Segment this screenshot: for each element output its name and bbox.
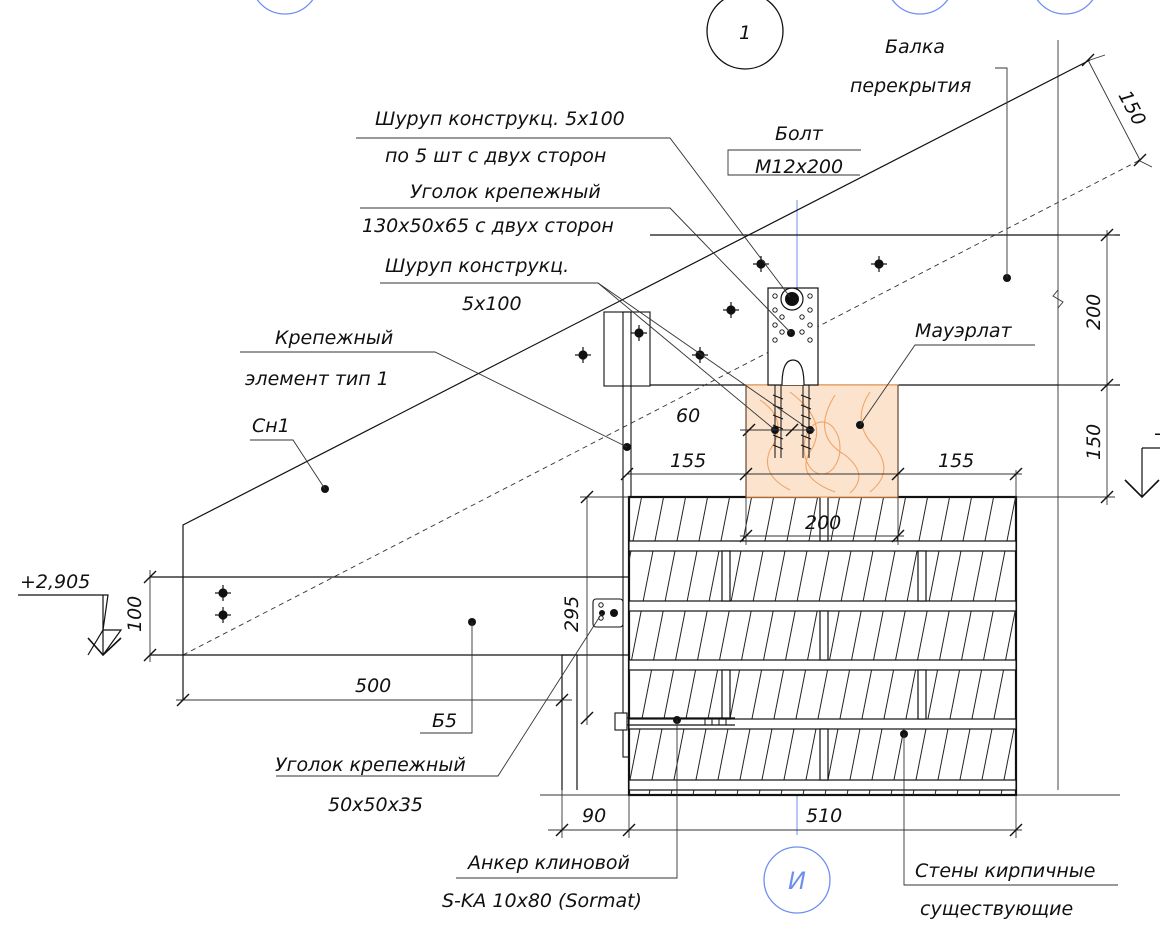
dim-text-offset-right: 155 [938, 450, 974, 472]
bracket-holes [772, 293, 813, 343]
screw-symbol [631, 325, 647, 341]
label-fastener-line2: элемент тип 1 [245, 368, 389, 390]
break-mark-beam [1052, 289, 1064, 309]
label-walls-line2: существующие [920, 898, 1073, 920]
label-level-mark: +2,905 [20, 571, 90, 593]
screw-symbol [753, 256, 769, 272]
label-screw-both-line1: Шуруп конструкц. 5х100 [375, 108, 625, 130]
label-rafter: Сн1 [252, 415, 290, 437]
bracket-notch [781, 359, 805, 386]
dim-text-mauerlat-height: 150 [1083, 424, 1105, 460]
label-bolt-line2: М12х200 [755, 156, 843, 178]
leader-lines [240, 67, 1118, 886]
mortar-joints [629, 497, 1016, 791]
bolt-washer [780, 287, 804, 311]
axis-circle-i [763, 846, 831, 914]
label-beam-line2: перекрытия [850, 75, 971, 97]
small-bracket-screw [610, 609, 618, 617]
axis-circles-top [256, 0, 1094, 15]
dim-text-mauerlat-width: 200 [805, 512, 841, 534]
label-screw-line1: Шуруп конструкц. [385, 255, 569, 277]
screw-symbols [215, 256, 887, 623]
screws-into-mauerlat [772, 385, 812, 458]
dim-text-wall-offset: 90 [582, 805, 606, 827]
beam-b5 [150, 576, 630, 656]
screw-symbol [575, 347, 591, 363]
screw-symbol [723, 302, 739, 318]
axis-bubble-bottom: И [763, 846, 831, 914]
label-anchor-line1: Анкер клиновой [466, 852, 630, 874]
wood-grain [759, 391, 885, 494]
anchor-nut [614, 712, 628, 731]
label-angle130-line1: Уголок крепежный [410, 181, 601, 203]
screw-symbol [215, 607, 231, 623]
label-walls-line1: Стены кирпичные [915, 860, 1095, 882]
screw-symbol [692, 347, 708, 363]
angle-bracket-50 [592, 598, 624, 628]
fastener-plate [603, 311, 651, 387]
node-number: 1 [739, 22, 751, 44]
label-angle50-line2: 50х50х35 [328, 794, 423, 816]
screw-symbol [215, 585, 231, 601]
axis-circle-right-2 [1036, 0, 1094, 15]
label-angle50-line1: Уголок крепежный [275, 754, 466, 776]
level-mark-right [1124, 447, 1160, 499]
dim-text-wall-thickness: 510 [806, 805, 842, 827]
node-number-marker: 1 [706, 0, 784, 70]
dim-text-overhang: 500 [355, 675, 391, 697]
screw-symbol [871, 256, 887, 272]
label-right-level: + [1153, 423, 1160, 445]
annotation-labels: Балка перекрытия Шуруп конструкц. 5х100 … [20, 36, 1160, 920]
small-bracket-plate [592, 598, 624, 628]
label-beam-b5: Б5 [432, 710, 457, 732]
axis-circle-right-1 [891, 0, 949, 15]
rafter-sn1 [182, 59, 1141, 700]
axis-circle-left [256, 0, 314, 15]
rafter-top-edge [182, 59, 1091, 700]
floor-beam [650, 234, 1120, 386]
label-fastener-line1: Крепежный [275, 327, 393, 349]
dim-text-b5-height: 100 [124, 596, 146, 632]
dimension-lines [143, 53, 1153, 838]
label-bolt-line1: Болт [775, 123, 824, 145]
dim-text-screw-spacing: 60 [676, 405, 700, 427]
dim-text-offset-left: 155 [670, 450, 706, 472]
dim-text-beam-height: 200 [1083, 294, 1105, 330]
brick-courses [629, 497, 1016, 795]
dim-150-rafter [1087, 59, 1141, 161]
level-mark-left [18, 594, 123, 657]
brick-wall [627, 495, 1018, 797]
node-circle [706, 0, 784, 70]
label-beam-line1: Балка [885, 36, 945, 58]
label-screw-line2: 5х100 [462, 293, 522, 315]
label-mauerlat: Мауэрлат [915, 320, 1013, 342]
dim-text-rafter-depth: 150 [1114, 87, 1150, 129]
label-screw-both-line2: по 5 шт с двух сторон [385, 145, 606, 167]
axis-label-i: И [788, 867, 806, 895]
dimension-texts: 150 200 150 60 155 155 200 100 295 500 9… [124, 87, 1150, 827]
angle-bracket-130 [767, 287, 819, 458]
label-anchor-line2: S-KA 10x80 (Sormat) [442, 890, 642, 912]
label-angle130-line2: 130х50х65 с двух сторон [362, 215, 614, 237]
dim-text-angle-height: 295 [561, 596, 583, 632]
anchor-thread [704, 718, 727, 725]
